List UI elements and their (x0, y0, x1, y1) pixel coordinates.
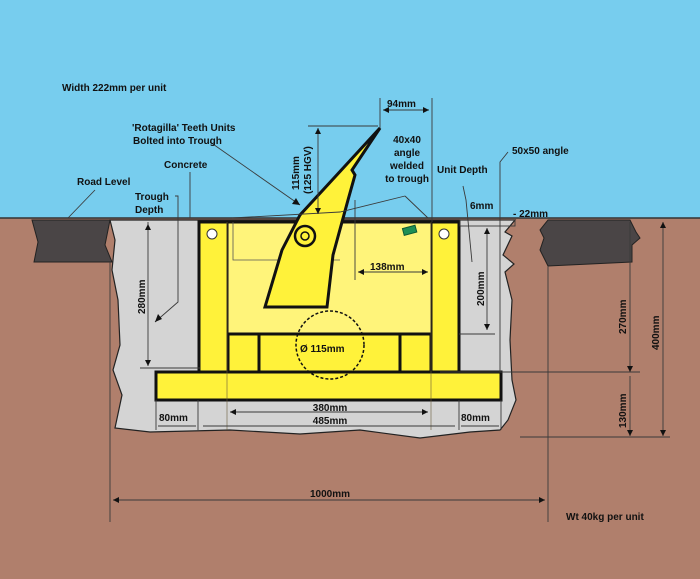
rotagilla-tooth (262, 126, 382, 309)
bolt-right-icon (438, 228, 450, 240)
trough-base-plate (154, 370, 503, 402)
dim-270mm: 270mm (618, 299, 629, 334)
angle-40-callout-line4: to trough (385, 174, 429, 185)
angle-40-callout-line2: angle (393, 148, 421, 159)
trough-left-wall (197, 220, 230, 374)
dim-94mm: 94mm (387, 99, 416, 110)
rotagilla-callout-line2: Bolted into Trough (133, 136, 222, 147)
dim-380mm: 380mm (312, 403, 348, 414)
green-marker (401, 224, 418, 237)
concrete-callout: Concrete (164, 160, 208, 171)
trough-depth-callout-line1: Trough (135, 192, 169, 203)
trough-depth-callout-line2: Depth (135, 205, 164, 216)
dim-138mm: 138mm (370, 262, 405, 273)
dim-80mm-right: 80mm (461, 413, 490, 424)
dim-485mm: 485mm (312, 416, 348, 427)
dim-400mm: 400mm (651, 315, 662, 350)
angle-50-callout: 50x50 angle (512, 146, 569, 157)
dim-125-hgv: (125 HGV) (303, 146, 314, 194)
dim-280mm: 280mm (137, 279, 148, 314)
weight-per-unit-label: Wt 40kg per unit (566, 512, 644, 523)
dim-22mm: - 22mm (513, 209, 549, 220)
angle-40-callout-line3: welded (390, 161, 424, 172)
pivot-bolt-icon (293, 224, 317, 248)
trough-right-wall (429, 220, 461, 374)
dim-80mm-left: 80mm (159, 413, 188, 424)
road-left (31, 219, 113, 263)
road-level-callout: Road Level (77, 177, 131, 188)
dim-115mm-rise: 115mm (291, 156, 302, 190)
dim-130mm: 130mm (618, 393, 629, 428)
dim-115mm-diameter: Ø 115mm (300, 344, 345, 355)
rotagilla-callout-line1: 'Rotagilla' Teeth Units (132, 123, 236, 134)
bolt-left-icon (206, 228, 218, 240)
dim-6mm: 6mm (470, 201, 494, 212)
dim-1000mm: 1000mm (309, 489, 351, 500)
unit-lower-frame (226, 332, 433, 374)
dim-200mm: 200mm (476, 271, 487, 306)
unit-depth-callout: Unit Depth (437, 165, 488, 176)
road-right (539, 219, 641, 267)
rotation-circle (295, 310, 365, 380)
width-per-unit-label: Width 222mm per unit (62, 83, 167, 94)
angle-40-callout-line1: 40x40 (393, 135, 421, 146)
